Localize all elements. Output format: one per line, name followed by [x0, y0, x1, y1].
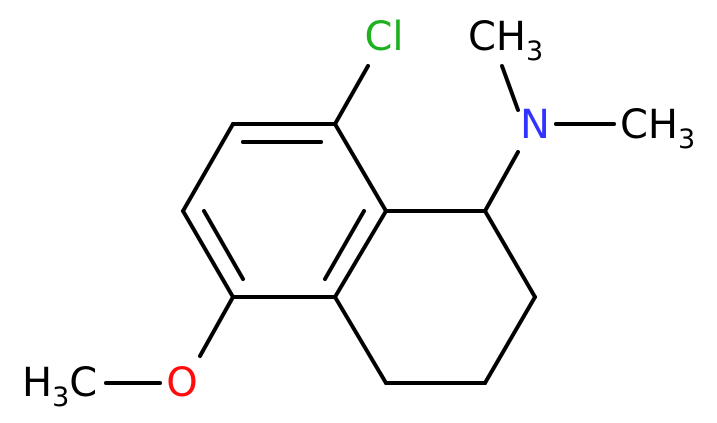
- bond-c1-n: [483, 150, 520, 213]
- bond-c4a-c8a-inner: [323, 209, 366, 281]
- bond-c5-o: [198, 295, 235, 358]
- methoxy-methyl-element: C: [69, 360, 97, 406]
- bond-c8-cl: [333, 64, 370, 126]
- bond-n-methyl-top: [500, 64, 520, 112]
- bond-c4a-c8a: [333, 209, 388, 299]
- bond-c2-c3: [483, 295, 537, 385]
- bond-c6-c5-inner: [202, 209, 245, 281]
- methyl-top-label: CH3: [468, 14, 543, 67]
- methyl-right-label: CH3: [620, 102, 695, 155]
- bond-c6-c5: [181, 209, 235, 299]
- chlorine-label: Cl: [364, 14, 403, 60]
- nitrogen-label: N: [520, 102, 550, 148]
- bond-lines: [104, 64, 616, 385]
- methoxy-methyl-count: 3: [52, 382, 69, 413]
- oxygen-label: O: [166, 360, 197, 406]
- bond-c8-c8a: [333, 122, 388, 213]
- methoxy-methyl-prefix: H: [22, 360, 52, 406]
- methyl-right-element: CH: [620, 102, 678, 148]
- methyl-right-count: 3: [678, 124, 695, 155]
- bond-c4-c4a: [333, 295, 388, 385]
- methyl-top-count: 3: [526, 36, 543, 67]
- methyl-top-element: CH: [468, 14, 526, 60]
- bond-c1-c2: [483, 209, 537, 299]
- methoxy-methyl-label: H3C: [22, 360, 97, 413]
- bond-c7-c6: [181, 122, 235, 213]
